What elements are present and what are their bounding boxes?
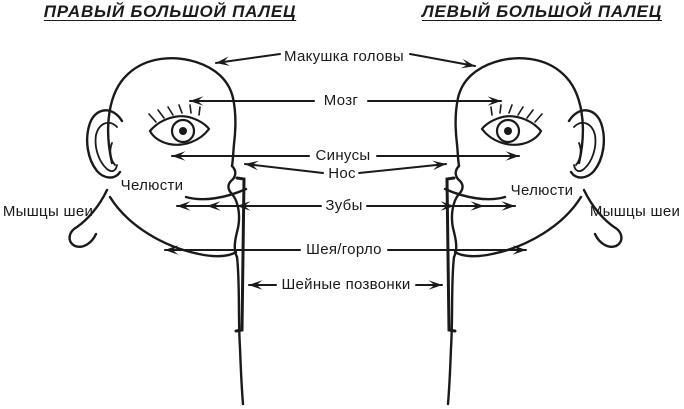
left-head-neck-front-line xyxy=(235,255,245,406)
left-mouth-line xyxy=(184,187,248,201)
left-head-face-chin-line xyxy=(227,164,241,259)
right-head-face-chin-line xyxy=(450,164,464,259)
right-eye-icon xyxy=(480,115,543,146)
right-eye-lashes xyxy=(490,104,543,123)
left-ear-inner-detail xyxy=(109,142,116,166)
right-head-jaw-line xyxy=(453,195,583,258)
right-eye-pupil xyxy=(504,127,512,135)
crown-arrow-left xyxy=(215,53,281,66)
right-eye-iris xyxy=(495,118,521,144)
right-ear-icon xyxy=(567,109,605,179)
right-neck-muscle-hook xyxy=(582,188,623,248)
label-sinuses: Синусы xyxy=(313,146,373,165)
left-eye-lashes xyxy=(148,104,201,123)
label-jaws-right: Челюсти xyxy=(510,181,574,199)
left-eye-icon xyxy=(148,115,211,146)
left-cervical-bracket-line xyxy=(234,176,246,333)
left-eye-iris xyxy=(170,118,196,144)
label-nose: Нос xyxy=(326,164,358,183)
right-head-drawing xyxy=(443,57,623,406)
label-brain: Мозг xyxy=(321,91,361,110)
left-head-drawing xyxy=(68,57,248,406)
label-crown-of-head: Макушка головы xyxy=(281,47,407,66)
right-ear-inner-line xyxy=(573,121,597,172)
label-teeth: Зубы xyxy=(323,196,365,215)
nose-arrow-left xyxy=(244,160,324,174)
title-right-thumb: ПРАВЫЙ БОЛЬШОЙ ПАЛЕЦ xyxy=(43,2,297,21)
title-left-thumb: ЛЕВЫЙ БОЛЬШОЙ ПАЛЕЦ xyxy=(422,2,662,21)
left-neck-muscle-hook xyxy=(68,188,109,248)
label-neck-muscles-right: Мышцы шеи xyxy=(589,202,681,220)
label-cervical-vertebrae: Шейные позвонки xyxy=(279,275,413,294)
right-mouth-line xyxy=(443,187,507,201)
callout-arrows xyxy=(164,53,527,290)
right-ear-inner-detail xyxy=(575,142,582,166)
label-jaws-left: Челюсти xyxy=(120,176,184,194)
right-head-neck-front-line xyxy=(446,255,456,406)
nose-arrow-right xyxy=(358,160,447,174)
left-head-jaw-line xyxy=(108,195,238,258)
left-head-skull-outline xyxy=(106,57,237,168)
right-cervical-bracket-line xyxy=(445,176,457,333)
right-head-skull-outline xyxy=(454,57,585,168)
left-ear-inner-line xyxy=(94,121,118,172)
label-neck-throat: Шея/горло xyxy=(304,240,384,259)
crown-arrow-right xyxy=(409,53,476,69)
label-neck-muscles-left: Мышцы шеи xyxy=(2,202,94,220)
left-eye-pupil xyxy=(179,127,187,135)
left-ear-icon xyxy=(86,109,124,179)
